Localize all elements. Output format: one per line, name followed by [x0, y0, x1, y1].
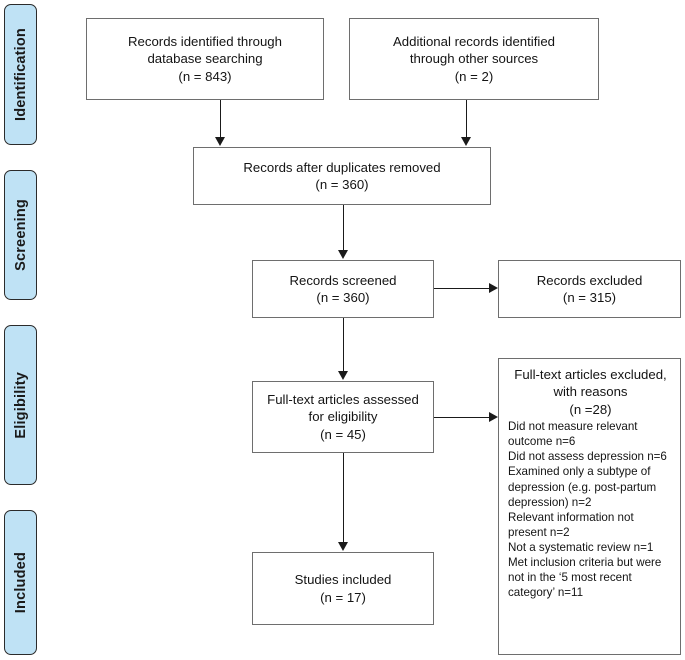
- connector-other-sources-to-duplicates: [466, 100, 467, 138]
- stage-label-screening: Screening: [4, 170, 37, 300]
- node-database-line2: database searching: [147, 51, 263, 67]
- node-fulltext-line2: for eligibility: [308, 409, 378, 425]
- stage-label-included-text: Included: [12, 551, 29, 614]
- node-records-screened: Records screened (n = 360): [252, 260, 434, 318]
- node-duplicates-count: (n = 360): [315, 177, 369, 192]
- node-fulltext-line1: Full-text articles assessed: [267, 391, 419, 407]
- arrow-right-icon: [489, 412, 498, 422]
- node-records-identified-database: Records identified through database sear…: [86, 18, 324, 100]
- node-included-line1: Studies included: [294, 572, 392, 588]
- arrow-down-icon: [215, 137, 225, 146]
- node-database-count: (n = 843): [178, 68, 232, 84]
- node-other-sources-line2: through other sources: [409, 51, 539, 67]
- node-screened-line1: Records screened: [289, 272, 397, 288]
- stage-label-eligibility: Eligibility: [4, 325, 37, 485]
- stage-label-identification-text: Identification: [12, 27, 29, 122]
- node-studies-included: Studies included (n = 17): [252, 552, 434, 625]
- arrow-down-icon: [461, 137, 471, 146]
- node-fulltext-articles-excluded-with-reasons: Full-text articles excluded, with reason…: [498, 358, 681, 655]
- node-excluded-count: (n = 315): [562, 290, 617, 305]
- arrow-down-icon: [338, 542, 348, 551]
- node-database-line1: Records identified through: [128, 33, 282, 49]
- reason-item: Did not measure relevant outcome n=6: [508, 420, 638, 449]
- reason-item: Examined only a subtype of depression (e…: [508, 465, 657, 509]
- connector-fulltext-to-included: [343, 453, 344, 543]
- node-records-after-duplicates-removed: Records after duplicates removed (n = 36…: [193, 147, 491, 205]
- connector-screened-to-fulltext: [343, 318, 344, 372]
- node-excluded-line1: Records excluded: [536, 272, 643, 288]
- node-other-sources-count: (n = 2): [454, 68, 494, 84]
- reason-item: Relevant information not present n=2: [508, 510, 634, 539]
- node-reasons-list: Did not measure relevant outcome n=6 Did…: [508, 419, 673, 600]
- node-reasons-count: (n =28): [569, 401, 612, 417]
- node-additional-records-other-sources: Additional records identified through ot…: [349, 18, 599, 100]
- node-fulltext-count: (n = 45): [320, 426, 366, 442]
- arrow-down-icon: [338, 250, 348, 259]
- reason-item: Did not assess depression n=6: [508, 450, 667, 464]
- connector-screened-to-excluded: [434, 288, 490, 289]
- stage-label-screening-text: Screening: [12, 199, 29, 271]
- node-fulltext-articles-assessed: Full-text articles assessed for eligibil…: [252, 381, 434, 453]
- reason-item: Not a systematic review n=1: [508, 540, 654, 554]
- connector-database-to-duplicates: [220, 100, 221, 138]
- node-records-excluded: Records excluded (n = 315): [498, 260, 681, 318]
- node-screened-count: (n = 360): [316, 290, 370, 305]
- node-included-count: (n = 17): [320, 589, 366, 605]
- arrow-down-icon: [338, 371, 348, 380]
- arrow-right-icon: [489, 283, 498, 293]
- node-reasons-heading-line2: with reasons: [553, 384, 628, 400]
- stage-label-included: Included: [4, 510, 37, 655]
- connector-fulltext-to-reasons: [434, 417, 490, 418]
- node-reasons-heading-line1: Full-text articles excluded,: [514, 367, 667, 382]
- stage-label-identification: Identification: [4, 4, 37, 145]
- stage-label-eligibility-text: Eligibility: [12, 371, 29, 439]
- connector-duplicates-to-screened: [343, 205, 344, 251]
- node-other-sources-line1: Additional records identified: [392, 33, 555, 49]
- reason-item: Met inclusion criteria but were not in t…: [508, 555, 662, 599]
- node-duplicates-line1: Records after duplicates removed: [243, 159, 441, 175]
